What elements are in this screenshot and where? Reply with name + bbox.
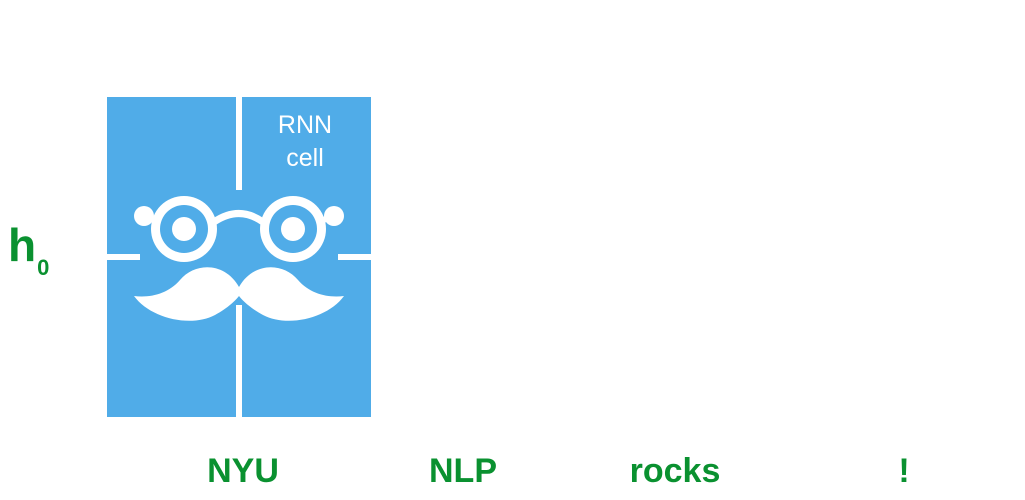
input-token: NLP bbox=[429, 452, 497, 490]
rnn-cell-label-line1: RNN bbox=[277, 111, 333, 139]
input-token: NYU bbox=[207, 452, 279, 490]
hidden-state-subscript: 0 bbox=[37, 255, 50, 280]
rnn-cell-label: RNN cell bbox=[245, 109, 365, 175]
hidden-state-label: h0 bbox=[8, 219, 49, 279]
hidden-state-symbol: h bbox=[8, 219, 37, 271]
input-token: ! bbox=[898, 452, 910, 490]
input-token: rocks bbox=[629, 452, 721, 490]
hipster-face-icon bbox=[134, 196, 344, 321]
rnn-cell-label-line2: cell bbox=[286, 144, 324, 172]
cell-divider-lines bbox=[107, 97, 371, 417]
